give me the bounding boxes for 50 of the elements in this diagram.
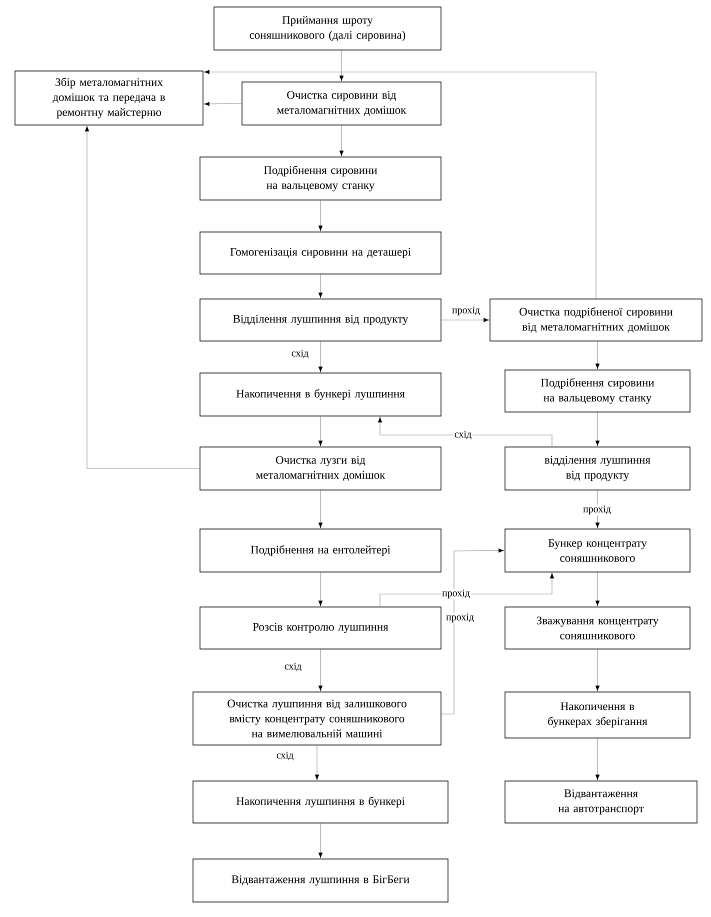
arrow <box>318 490 323 528</box>
process-box: Накопичення в бункерах зберігання <box>504 692 690 738</box>
edge-label: прохід <box>582 504 612 516</box>
arrow <box>441 318 489 322</box>
process-box: Очистка сировини від металомагнітних домішок <box>242 82 442 126</box>
process-box: Гомогенізація сировини на деташері <box>200 232 442 274</box>
process-box: Очистка подрібненої сировини від металомагнітних домішок <box>490 298 702 342</box>
process-box: Збір металомагнітних домішок та передача в ремонтну майстерню <box>14 70 204 126</box>
arrow <box>339 125 344 156</box>
process-box: Очистка лушпиння від залишкового вмісту концентрату соняшникового на вимелювальній машині <box>192 692 442 746</box>
arrow <box>318 416 323 446</box>
arrow <box>318 649 323 691</box>
arrow <box>84 126 200 469</box>
edge-label: схід <box>290 348 310 360</box>
process-box: Відділення лушпиння від продукту <box>200 298 442 342</box>
process-box: Приймання шроту соняшникового (далі сировина) <box>214 6 442 50</box>
arrow <box>378 417 552 447</box>
arrow <box>595 738 600 780</box>
process-box: Очистка лузги від металомагнітних домішок <box>200 446 442 490</box>
arrow <box>318 341 323 372</box>
edge-label: прохід <box>445 612 475 624</box>
edge-label: прохід <box>451 306 481 316</box>
arrow <box>595 649 600 691</box>
process-box: Зважування концентрату соняшникового <box>504 606 690 650</box>
process-box: Накопичення в бункері лушпиння <box>200 372 442 416</box>
process-box: відділення лушпиння від продукту <box>504 446 690 490</box>
edge-label: схід <box>283 662 303 672</box>
arrow <box>441 548 504 714</box>
process-box: Відвантаження на автотранспорт <box>504 780 698 824</box>
process-box: Накопичення лушпиння в бункері <box>192 780 448 824</box>
edge-label: прохід <box>441 588 471 600</box>
process-box: Відвантаження лушпиння в БігБеги <box>192 858 448 902</box>
process-box: Бункер концентрату соняшникового <box>504 528 690 572</box>
process-box: Розсів контролю лушпиння <box>200 606 442 650</box>
arrow <box>204 102 242 106</box>
arrow <box>204 70 596 299</box>
process-box: Подрібнення сировини на вальцевому станку <box>200 156 442 200</box>
arrow <box>595 412 600 446</box>
edge-label: схід <box>453 430 473 440</box>
arrow <box>595 572 600 606</box>
process-box: Подрібнення на ентолейтері <box>200 528 442 572</box>
process-box: Подрібнення сировини на вальцевому станку <box>504 370 690 412</box>
arrow <box>318 572 323 606</box>
arrow <box>314 745 320 780</box>
arrow <box>318 823 323 858</box>
arrow <box>318 274 323 298</box>
arrow <box>339 50 344 81</box>
arrow <box>318 200 323 231</box>
edge-label: схід <box>275 750 295 762</box>
arrow <box>595 341 600 369</box>
